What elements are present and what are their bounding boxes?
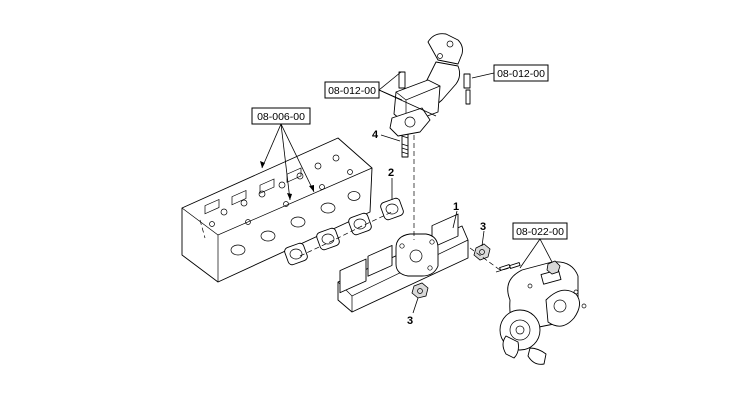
ref-box-cylinder-head[interactable]: 08-006-00 [251, 107, 311, 125]
ref-label-turbocharger: 08-022-00 [516, 226, 564, 238]
callout-nut-upper: 3 [480, 221, 486, 233]
ref-box-exhaust-pipe-left[interactable]: 08-012-00 [324, 81, 380, 99]
callout-nut-lower: 3 [407, 315, 413, 327]
callout-gasket: 2 [388, 167, 394, 179]
nut-lower [411, 282, 429, 299]
ref-label-exhaust-pipe-left: 08-012-00 [328, 85, 376, 97]
nut-upper [473, 243, 491, 261]
ref-label-exhaust-pipe-right: 08-012-00 [497, 68, 545, 80]
exhaust-gaskets [284, 197, 404, 266]
turbocharger [499, 261, 587, 365]
callout-stud: 4 [372, 129, 379, 141]
exhaust-manifold [337, 213, 469, 313]
leader-lines [260, 71, 553, 314]
exhaust-elbow [389, 33, 471, 137]
callout-manifold: 1 [453, 201, 459, 213]
ref-box-turbocharger[interactable]: 08-022-00 [512, 222, 568, 240]
turbo-studs [495, 260, 561, 275]
ref-label-cylinder-head: 08-006-00 [257, 111, 305, 123]
cylinder-head [181, 137, 373, 283]
ref-box-exhaust-pipe-right[interactable]: 08-012-00 [493, 64, 549, 82]
